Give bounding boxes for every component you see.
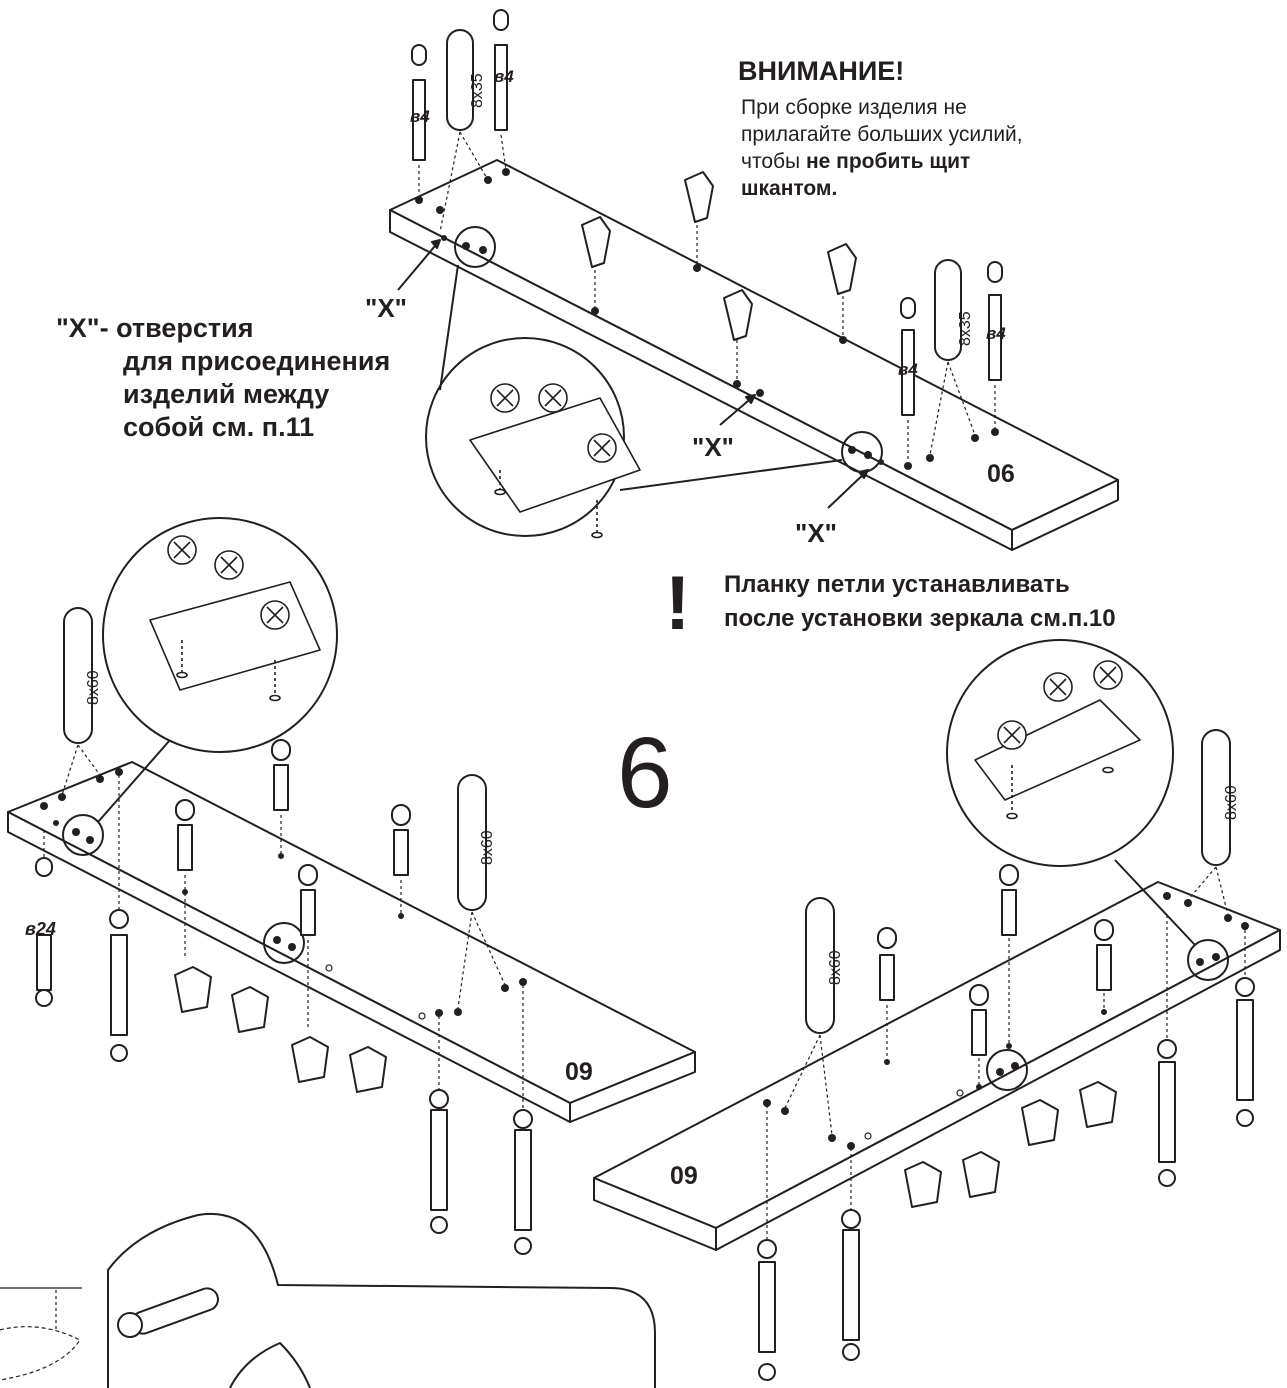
- x-arrow-2: [719, 394, 756, 426]
- dowel-label-8x60-d: 8x60: [1223, 785, 1240, 820]
- cam-right-c: [1157, 915, 1177, 1187]
- part-number-top: 06: [987, 460, 1015, 488]
- cam-right-d: [1235, 930, 1255, 1127]
- shelf-support-4: [827, 243, 857, 336]
- cam-right-a: [757, 1105, 777, 1381]
- shelf-support-3: [723, 289, 753, 382]
- warning-text: При сборке изделия не прилагайте больших…: [741, 94, 1061, 202]
- x-note-line-4: собой см. п.11: [123, 412, 315, 442]
- screw-right-c: [999, 864, 1019, 1045]
- x-note-line-2: для присоединения: [123, 346, 391, 376]
- dowel-label-8x60-a: 8x60: [85, 670, 102, 705]
- cam-left-b: [429, 1010, 449, 1234]
- fastener-labels: 8x35 8x35 8x60 8x60 8x60 8x60 в4 в4 в4 в…: [25, 67, 1240, 985]
- warning-title: ВНИМАНИЕ!: [738, 56, 905, 86]
- x-arrow-3: [827, 469, 869, 509]
- cam-housing-right-2: [962, 1151, 1000, 1198]
- screw-v4-top-d: [987, 261, 1003, 428]
- dowel-8x35-top-left: [439, 29, 489, 233]
- screw-label-v4-a: в4: [494, 67, 514, 86]
- screw-left-b: [271, 739, 291, 855]
- x-arrow-1: [397, 239, 441, 291]
- panel-06: [389, 159, 1119, 551]
- dowel-8x60-right-b: [1187, 729, 1231, 916]
- part-number-left: 09: [565, 1058, 593, 1086]
- dowel-label-8x35-b: 8x35: [957, 311, 974, 346]
- detail-frame-bottom: [0, 1212, 656, 1388]
- x-note-line-3: изделий между: [123, 379, 330, 409]
- screw-label-v4-c: в4: [898, 360, 918, 379]
- empty-holes: [325, 964, 964, 1140]
- cam-housing-left-3: [291, 1036, 329, 1083]
- warning-text-bold: не пробить щит шкантом.: [741, 150, 971, 200]
- dowel-label-8x60-b: 8x60: [479, 830, 496, 865]
- screw-v4-top-a: [411, 44, 427, 195]
- cam-housing-left-2: [231, 986, 269, 1033]
- screw-right-a: [877, 927, 897, 1060]
- holes: [40, 168, 1249, 1150]
- dowel-8x35-top-right: [929, 259, 976, 456]
- plank-note: Планку петли устанавливать после установ…: [724, 568, 1116, 636]
- dowel-8x60-left-b: [457, 774, 506, 1009]
- hinge-plate-magnifier-left: [97, 517, 338, 823]
- x-label-3: "X": [795, 518, 837, 548]
- warning-text-regular: При сборке изделия не прилагайте больших…: [741, 96, 1023, 173]
- screw-right-d: [1094, 919, 1114, 1010]
- plank-note-line-1: Планку петли устанавливать: [724, 571, 1070, 598]
- hinge-plate-magnifier-top: [425, 264, 843, 539]
- hinge-plate-magnifier-right: [946, 639, 1196, 946]
- cam-right-b: [841, 1148, 861, 1361]
- x-label-1: "X": [365, 293, 407, 323]
- dowel-8x60-right-a: [784, 897, 835, 1136]
- cam-label-v24: в24: [25, 919, 56, 939]
- cam-housing-right-3: [1021, 1099, 1059, 1146]
- dowel-label-8x60-c: 8x60: [827, 950, 844, 985]
- screw-label-v4-d: в4: [986, 324, 1006, 343]
- shelf-support-1: [581, 216, 611, 308]
- x-label-2: "X": [692, 432, 734, 462]
- shelf-support-2: [684, 171, 714, 265]
- screw-label-v4-b: в4: [410, 107, 430, 126]
- screw-right-b: [969, 984, 989, 1085]
- cam-housing-right-1: [904, 1161, 942, 1208]
- exclamation-mark: !: [665, 561, 691, 646]
- cam-left-c: [513, 985, 533, 1255]
- x-note-line-1: "X"- отверстия: [56, 313, 254, 343]
- dowel-label-8x35-a: 8x35: [469, 73, 486, 108]
- cam-housing-left-1: [174, 966, 212, 1013]
- screw-v4-top-c: [900, 297, 916, 462]
- part-number-right: 09: [670, 1162, 698, 1190]
- cam-v24-left: [35, 830, 53, 1007]
- dowel-8x60-left-a: [61, 607, 101, 796]
- screw-v4-top-b: [493, 9, 509, 171]
- screw-left-a: [175, 799, 195, 958]
- step-number: 6: [617, 717, 673, 829]
- screw-left-c: [298, 864, 318, 1030]
- x-holes-note: "X"- отверстия для присоединения изделий…: [56, 312, 390, 444]
- cam-housing-right-4: [1079, 1081, 1117, 1128]
- plank-note-line-2: после установки зеркала см.п.10: [724, 605, 1116, 632]
- screw-left-d: [391, 804, 411, 915]
- cam-left-a: [109, 775, 129, 1062]
- cam-housing-left-4: [349, 1046, 387, 1093]
